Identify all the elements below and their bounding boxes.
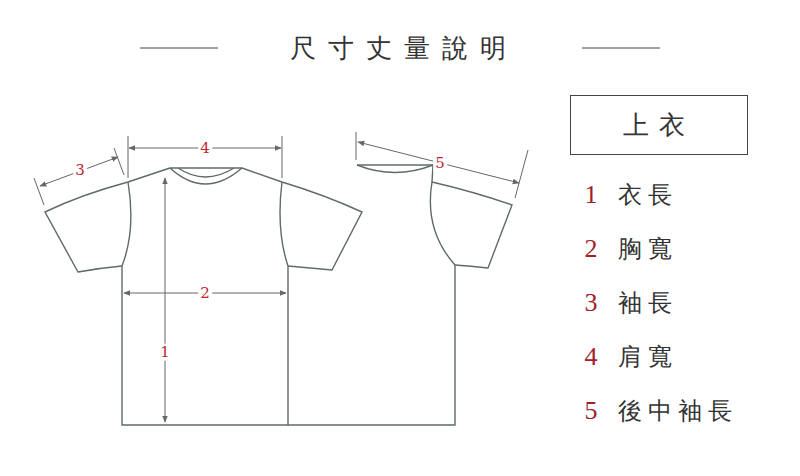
callout-number: 2 <box>198 285 212 302</box>
section-heading: 上衣 <box>623 108 695 143</box>
callout-number: 3 <box>585 289 598 318</box>
front-shirt <box>45 168 362 425</box>
measure-term: 胸寬 <box>618 236 678 262</box>
measure-term: 袖長 <box>618 290 678 316</box>
callout-number: 1 <box>585 181 598 210</box>
callout-number: 4 <box>585 343 598 372</box>
callout-number: 5 <box>433 155 447 172</box>
callout-number: 1 <box>158 344 172 361</box>
measure-term: 肩寬 <box>618 344 678 370</box>
callout-number: 2 <box>585 235 598 264</box>
callout-number: 4 <box>198 140 212 157</box>
measure-term: 衣長 <box>618 182 678 208</box>
section-box: 上衣 <box>570 95 748 155</box>
dimension-lines <box>34 132 528 422</box>
back-shirt <box>288 165 512 425</box>
measure-term: 後中袖長 <box>618 398 738 424</box>
callout-number: 5 <box>585 397 598 426</box>
page-title: 尺寸丈量說明 <box>290 34 518 63</box>
callout-number: 3 <box>73 162 87 179</box>
